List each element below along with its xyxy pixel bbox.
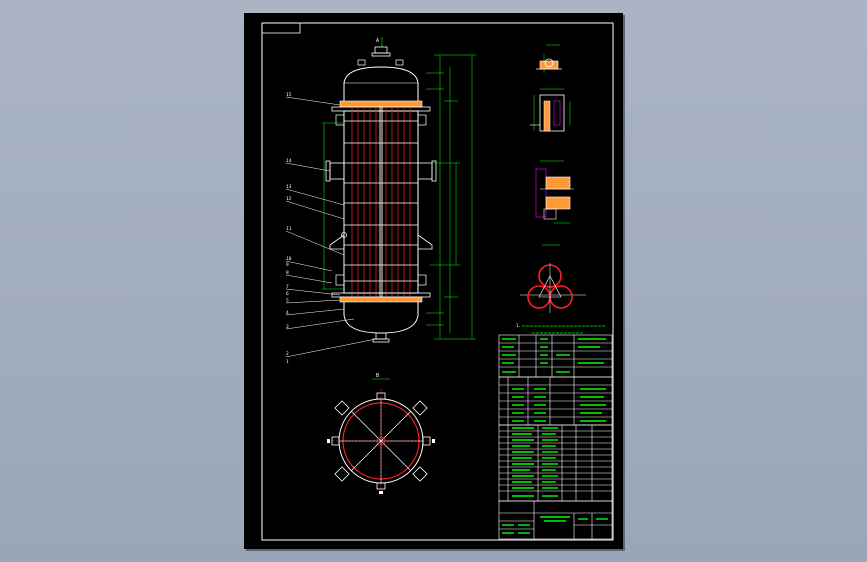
part-label-2: 2 — [286, 351, 289, 357]
main-view-label: A — [376, 38, 379, 44]
detail-1-ring — [544, 58, 554, 68]
parameter-table — [498, 334, 613, 378]
shell-outlet-flange — [431, 160, 437, 182]
part-label-6: 6 — [286, 291, 289, 297]
top-head — [343, 66, 419, 101]
shell-inlet-nozzle — [329, 162, 345, 180]
part-label-15: 15 — [286, 92, 292, 98]
bottom-nozzle — [375, 332, 387, 340]
bottom-nozzle-flange — [372, 338, 390, 343]
detail-1-weld — [539, 60, 559, 70]
dimension-lines-right — [426, 54, 476, 340]
vessel-plan-view: B — [327, 373, 435, 494]
part-label-3: 3 — [286, 324, 289, 330]
shell-outlet-nozzle — [417, 162, 433, 180]
lower-left-fitting — [335, 274, 345, 286]
top-body-flange — [331, 106, 431, 112]
bill-of-materials-table — [498, 424, 613, 502]
vent-nozzle — [357, 59, 366, 66]
note-1-number: 1. — [516, 323, 521, 328]
bottom-body-flange — [331, 292, 431, 298]
sight-port — [341, 232, 347, 238]
part-number-labels: 15 14 13 12 11 10 9 8 7 6 5 4 3 2 1 — [286, 92, 292, 365]
part-label-5: 5 — [286, 298, 289, 304]
detail-2-hidden — [553, 100, 561, 126]
detail-2-flange — [543, 100, 551, 132]
detail-view-1 — [536, 44, 562, 73]
plan-small-markers — [327, 439, 435, 494]
title-block-glyphs — [502, 516, 608, 534]
detail-2-body — [539, 94, 565, 132]
drawing-code-box — [261, 22, 301, 34]
part-label-1: 1 — [286, 359, 289, 365]
title-block-frame — [498, 500, 613, 540]
plan-center-nozzle — [376, 436, 386, 446]
upper-left-fitting — [335, 114, 345, 126]
lower-right-fitting — [417, 274, 427, 286]
detail-3-flange-top — [545, 176, 571, 190]
tube-bundle — [351, 107, 411, 297]
right-support-lug — [417, 234, 433, 250]
top-tubesheet — [339, 100, 423, 108]
plan-support-lugs — [334, 400, 428, 482]
inner-border — [261, 22, 614, 541]
design-parameter-block — [498, 334, 613, 378]
part-label-12: 12 — [286, 196, 292, 202]
nozzle-table — [498, 376, 613, 426]
upper-right-fitting — [417, 114, 427, 126]
technical-notes: 1. — [516, 323, 606, 334]
baffle-plates — [344, 120, 418, 282]
cad-drawing: A — [261, 22, 614, 541]
bottom-tubesheet — [339, 296, 423, 303]
detail-3-bolt — [543, 208, 557, 220]
part-label-13: 13 — [286, 184, 292, 190]
top-nozzle — [374, 46, 388, 54]
dimension-lines-left — [322, 122, 344, 290]
detail-3-hidden — [535, 168, 547, 218]
plan-nozzles — [331, 392, 431, 490]
plan-division-lines — [339, 399, 423, 483]
top-nozzle-flange — [371, 52, 391, 57]
part-label-9: 9 — [286, 262, 289, 268]
part-leaders — [285, 96, 377, 358]
vessel-main-view: A — [285, 37, 476, 358]
plan-view-label: B — [376, 373, 379, 379]
table-text-glyphs — [502, 338, 606, 497]
title-block — [498, 500, 613, 540]
detail-view-2 — [530, 88, 571, 132]
detail-view-4-tube-layout — [520, 244, 586, 313]
part-label-14: 14 — [286, 158, 292, 164]
part-label-8: 8 — [286, 270, 289, 276]
detail-3-flange-bottom — [545, 196, 571, 210]
detail-view-3 — [535, 160, 574, 224]
left-support-lug — [329, 234, 345, 250]
bottom-head — [343, 302, 419, 334]
part-label-10: 10 — [286, 256, 292, 262]
part-label-7: 7 — [286, 284, 289, 290]
part-label-11: 11 — [286, 226, 292, 232]
vessel-shell — [343, 110, 419, 294]
part-label-4: 4 — [286, 310, 289, 316]
bom-block — [498, 424, 613, 502]
vent-nozzle-right — [395, 59, 404, 66]
drawing-sheet: A — [244, 13, 623, 549]
